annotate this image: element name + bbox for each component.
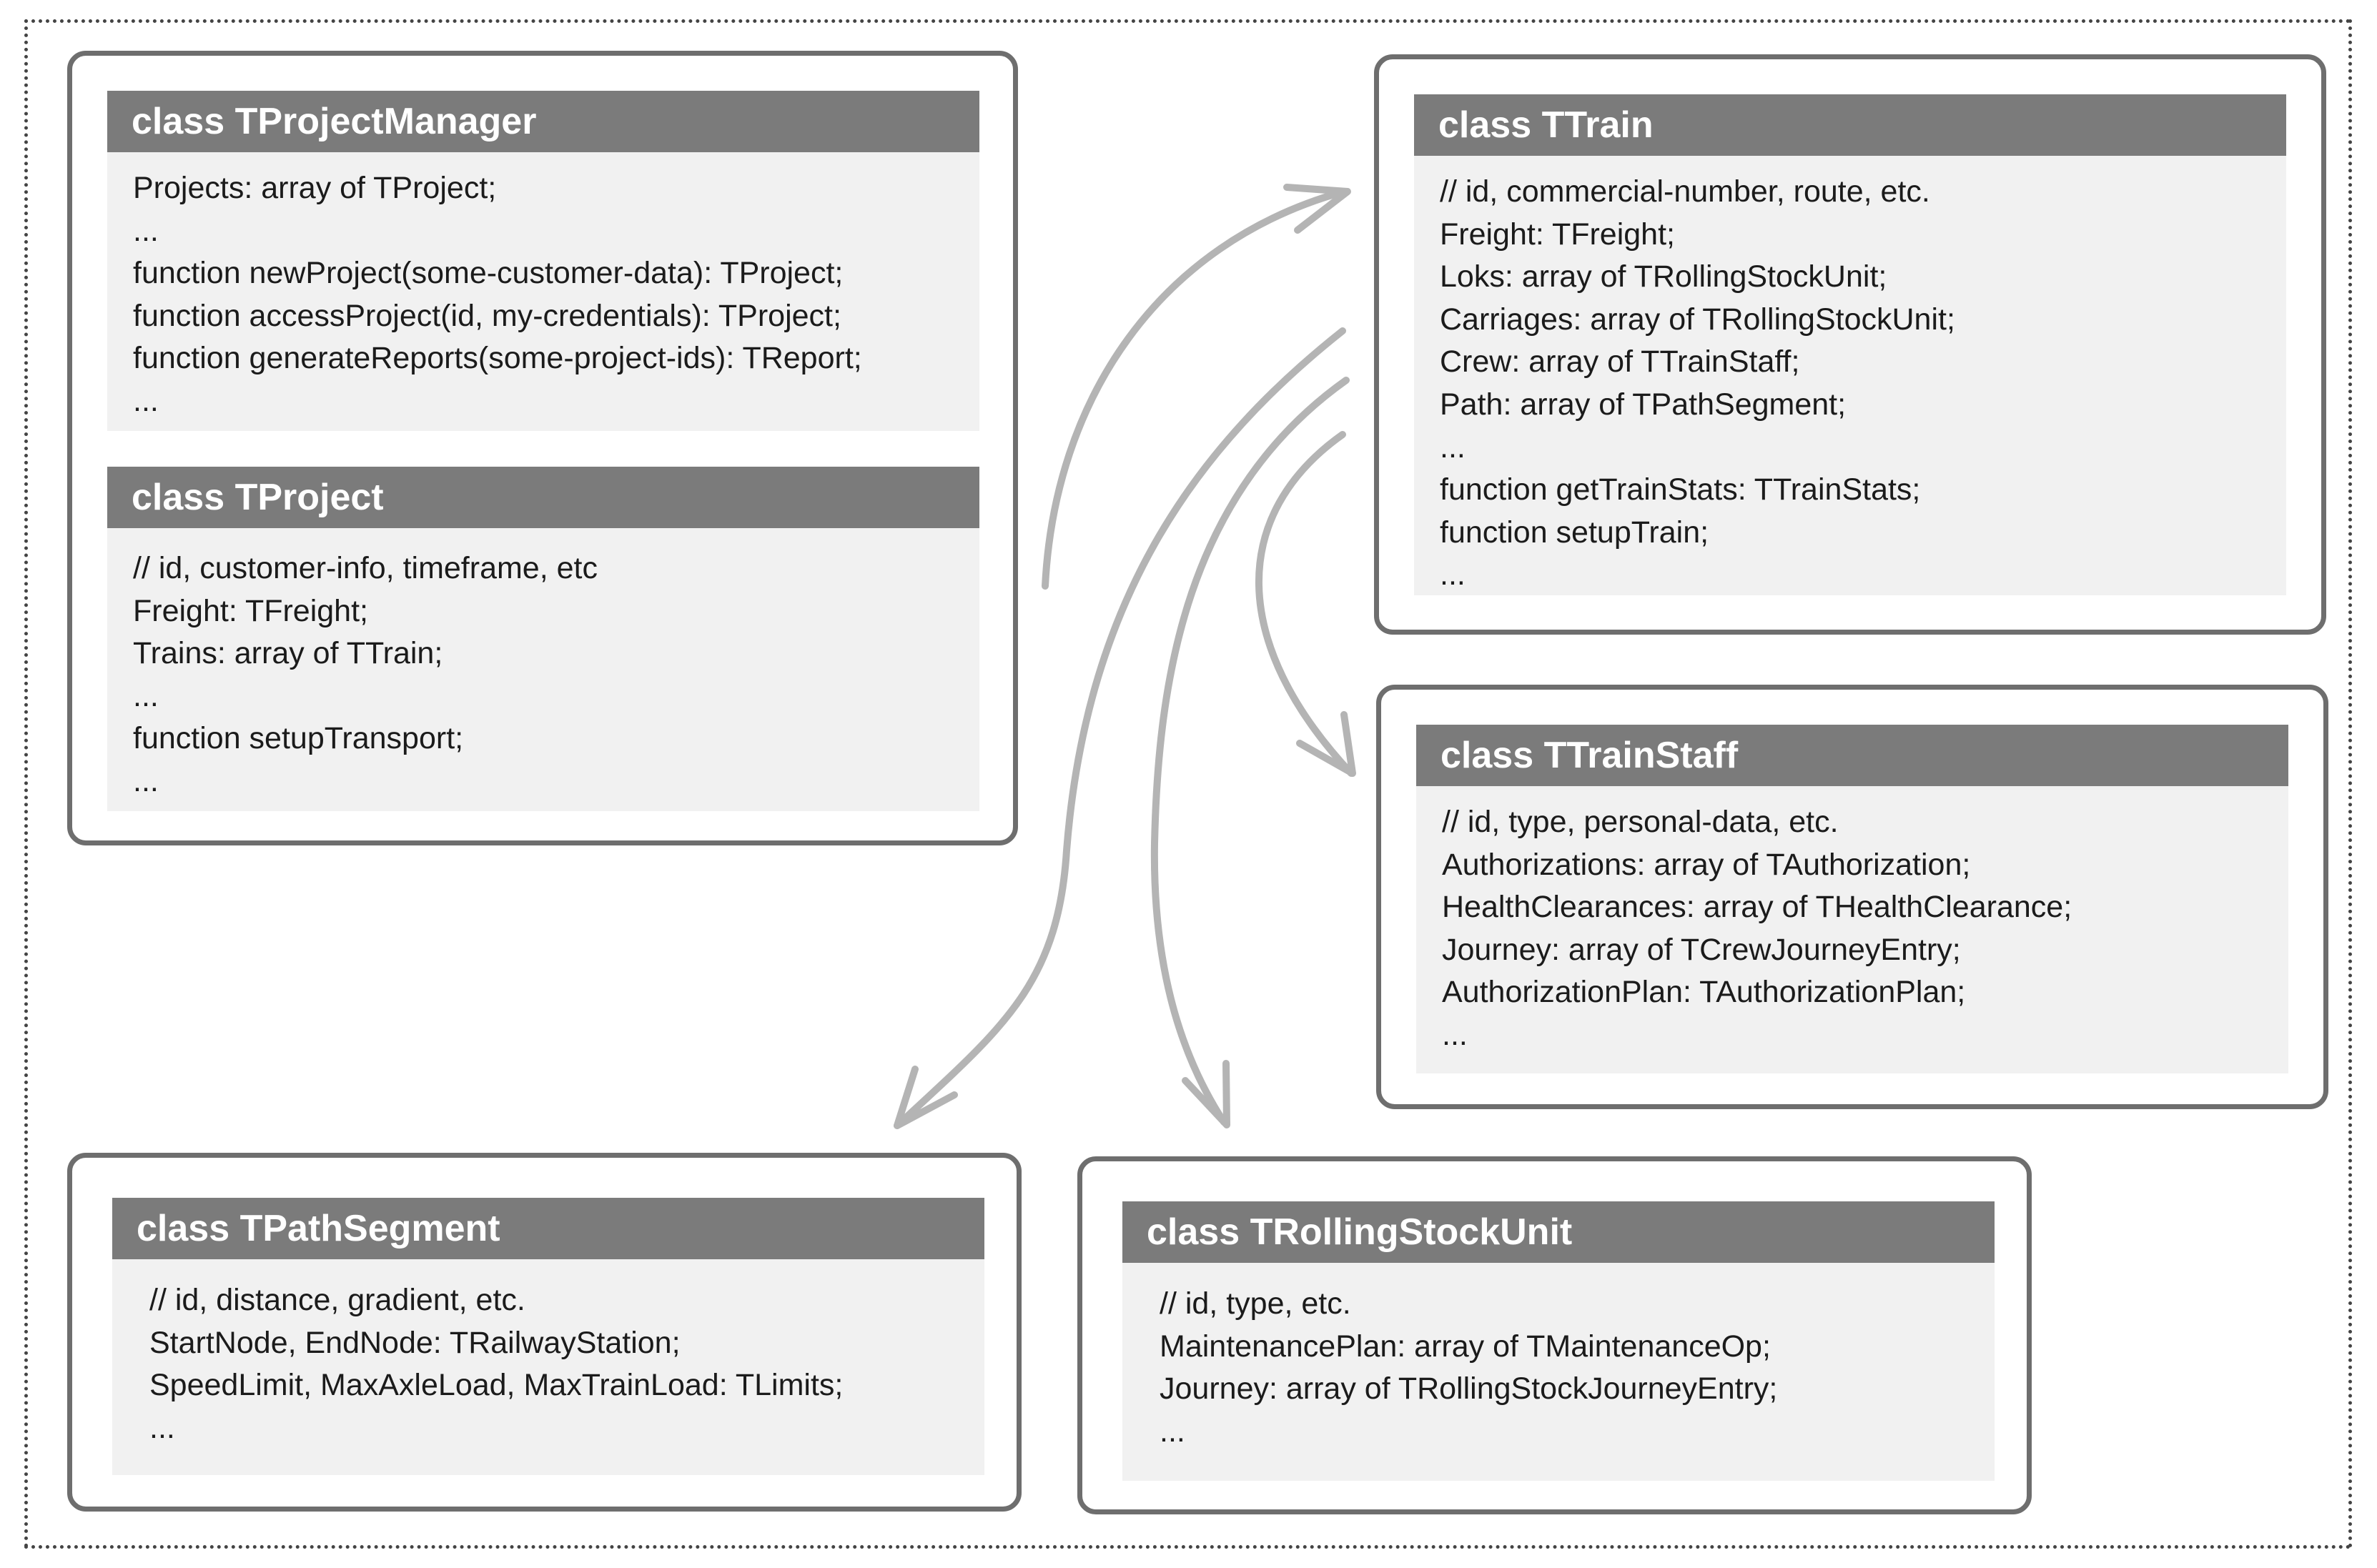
class-member: Journey: array of TCrewJourneyEntry; [1442,932,1961,967]
train-box: class TTrain // id, commercial-number, r… [1374,54,2326,635]
class-member: // id, type, etc. [1160,1286,1351,1321]
arrow-train-to-path [894,327,1346,1129]
class-title: class TRollingStockUnit [1122,1201,1995,1263]
class-member: ... [149,1410,175,1445]
class-member: ... [1160,1414,1185,1449]
class-member: Loks: array of TRollingStockUnit; [1440,259,1887,294]
path-segment-box: class TPathSegment // id, distance, grad… [67,1153,1022,1512]
class-member: ... [133,678,159,713]
project-manager-box: class TProjectManager Projects: array of… [67,51,1018,845]
class-member: Crew: array of TTrainStaff; [1440,344,1800,379]
class-title: class TTrainStaff [1416,725,2288,786]
class-member: // id, commercial-number, route, etc. [1440,174,1930,209]
arrowhead-train-to-rolling [1182,1060,1230,1128]
class-member: AuthorizationPlan: TAuthorizationPlan; [1442,975,1966,1010]
class-member: Projects: array of TProject; [133,171,497,205]
class-member: Authorizations: array of TAuthorization; [1442,847,1971,882]
class-member: SpeedLimit, MaxAxleLoad, MaxTrainLoad: T… [149,1368,844,1403]
class-member: function getTrainStats: TTrainStats; [1440,472,1921,507]
class-title: class TProjectManager [107,91,979,152]
class-member: Carriages: array of TRollingStockUnit; [1440,302,1955,337]
class-member: // id, type, personal-data, etc. [1442,805,1839,839]
arrow-train-to-staff [1255,431,1355,777]
class-member: StartNode, EndNode: TRailwayStation; [149,1325,681,1360]
class-member: function setupTrain; [1440,515,1709,550]
class-tproject: class TProject // id, customer-info, tim… [107,467,979,811]
class-member: function generateReports(some-project-id… [133,341,862,376]
arrowhead-train-to-staff [1296,711,1356,777]
class-ttrain: class TTrain // id, commercial-number, r… [1414,94,2286,595]
class-member: // id, distance, gradient, etc. [149,1283,525,1317]
class-member: ... [1440,557,1466,592]
class-member: ... [133,383,159,418]
class-member: Freight: TFreight; [1440,217,1675,252]
class-member: ... [133,213,159,248]
class-trollingstockunit: class TRollingStockUnit // id, type, etc… [1122,1201,1995,1481]
rolling-stock-box: class TRollingStockUnit // id, type, etc… [1077,1156,2032,1514]
arrow-project-to-train [1042,188,1348,590]
class-tprojectmanager: class TProjectManager Projects: array of… [107,91,979,431]
class-member: ... [133,763,159,798]
class-title: class TProject [107,467,979,528]
class-member: Trains: array of TTrain; [133,636,443,671]
arrowhead-project-to-train [1283,184,1351,234]
diagram-frame [24,19,2352,1549]
arrowhead-train-to-path [894,1066,958,1129]
class-member: function accessProject(id, my-credential… [133,298,841,333]
class-member: // id, customer-info, timeframe, etc [133,551,598,585]
class-member: ... [1440,430,1466,465]
class-ttrainstaff: class TTrainStaff // id, type, personal-… [1416,725,2288,1073]
class-member: function setupTransport; [133,721,464,756]
class-member: Freight: TFreight; [133,593,368,628]
class-member: function newProject(some-customer-data):… [133,256,844,291]
arrow-train-to-rolling [1150,377,1350,1126]
class-member: Path: array of TPathSegment; [1440,387,1847,422]
class-tpathsegment: class TPathSegment // id, distance, grad… [112,1198,984,1475]
class-title: class TPathSegment [112,1198,984,1259]
class-member: HealthClearances: array of THealthCleara… [1442,890,2072,925]
class-title: class TTrain [1414,94,2286,156]
train-staff-box: class TTrainStaff // id, type, personal-… [1376,685,2328,1109]
class-member: ... [1442,1017,1468,1052]
class-member: MaintenancePlan: array of TMaintenanceOp… [1160,1329,1771,1364]
class-member: Journey: array of TRollingStockJourneyEn… [1160,1371,1778,1406]
